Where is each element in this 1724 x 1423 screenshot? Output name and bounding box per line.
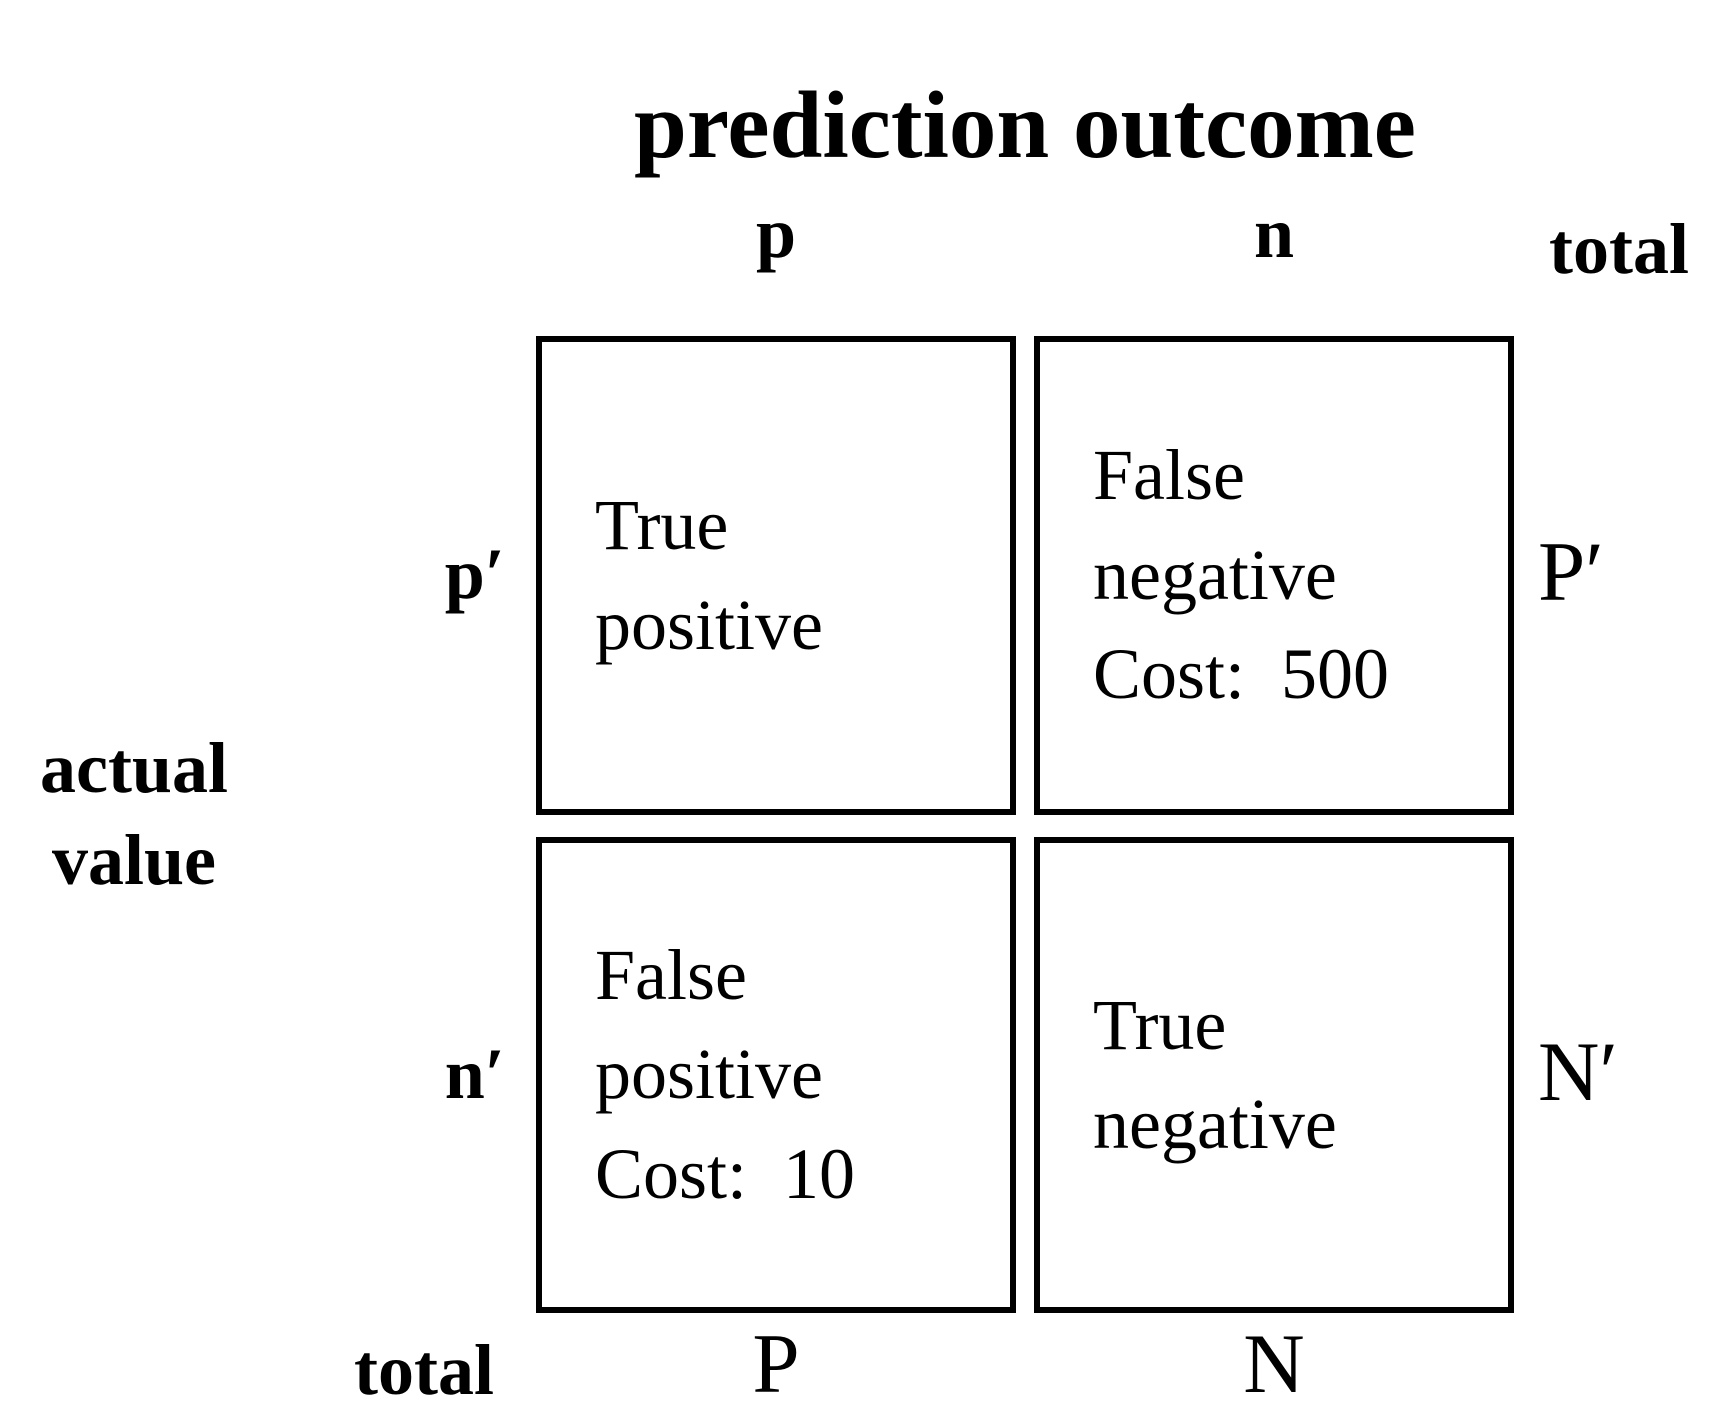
column-total-positive: P	[752, 1317, 800, 1411]
column-totals-label: total	[354, 1330, 494, 1410]
column-header-predicted-negative: n	[1253, 193, 1295, 273]
row-total-positive: P′	[1538, 525, 1604, 619]
cell-text-line: True	[595, 485, 729, 566]
actual-value-axis-label-line1: actual	[40, 728, 228, 808]
cell-true-negative: True negative	[1034, 837, 1514, 1313]
cell-true-positive: True positive	[536, 336, 1016, 815]
cell-text-line: positive	[595, 584, 823, 665]
row-header-actual-negative: n′	[444, 1034, 505, 1114]
cell-text-line: positive	[595, 1034, 823, 1115]
column-header-total: total	[1549, 209, 1689, 289]
cell-text-line: True	[1093, 984, 1227, 1065]
cell-true-positive-text: True positive	[542, 476, 823, 675]
row-total-negative: N′	[1538, 1025, 1618, 1119]
cell-text-line: False	[595, 934, 747, 1015]
cell-false-negative-text: False negative Cost: 500	[1040, 426, 1389, 724]
cell-text-line: negative	[1093, 534, 1337, 615]
cell-false-positive-text: False positive Cost: 10	[542, 926, 855, 1224]
cell-false-positive: False positive Cost: 10	[536, 837, 1016, 1313]
cell-true-negative-text: True negative	[1040, 976, 1337, 1175]
cell-false-negative: False negative Cost: 500	[1034, 336, 1514, 815]
actual-value-axis-label-line2: value	[51, 820, 216, 901]
column-total-negative: N	[1243, 1317, 1305, 1411]
cell-cost-line: Cost: 10	[595, 1133, 856, 1214]
cell-cost-line: Cost: 500	[1093, 634, 1390, 715]
column-header-predicted-positive: p	[755, 193, 797, 273]
cell-text-line: negative	[1093, 1084, 1337, 1164]
actual-value-axis-label: actual value	[0, 722, 268, 906]
figure-title: prediction outcome	[634, 72, 1416, 178]
row-header-actual-positive: p′	[444, 534, 505, 614]
cell-text-line: False	[1093, 435, 1245, 516]
